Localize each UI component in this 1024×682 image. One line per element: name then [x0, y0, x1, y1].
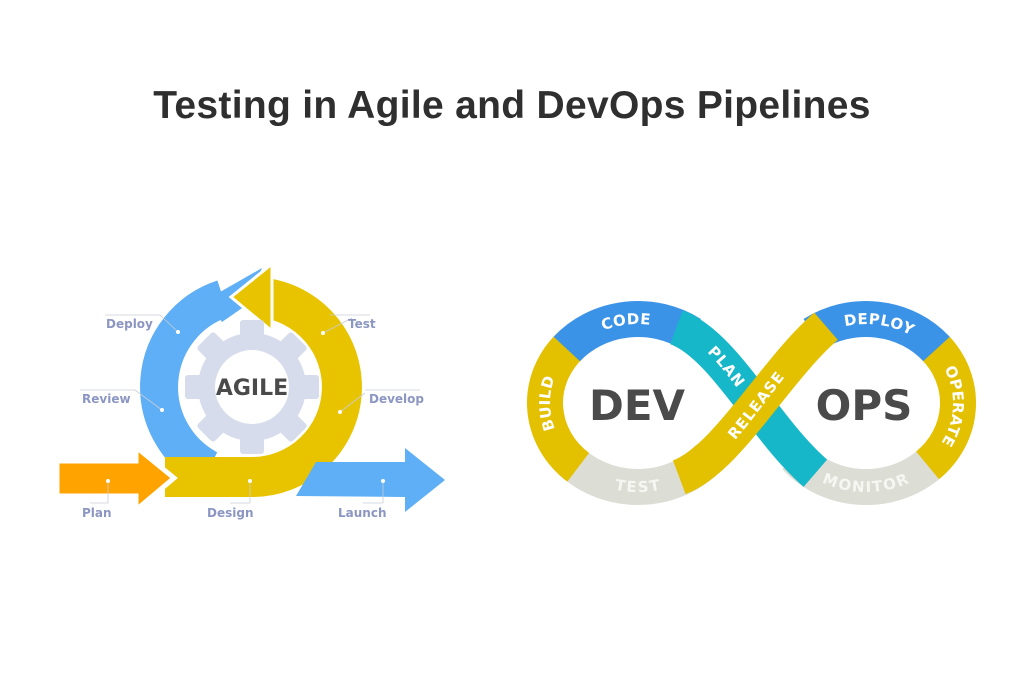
leader-lines [80, 314, 420, 504]
segment-release [671, 312, 839, 495]
leader-dots [106, 330, 385, 483]
gear-hole [215, 350, 289, 424]
segment-build [527, 330, 590, 482]
label-launch: Launch [338, 506, 387, 520]
dev-label: DEV [589, 381, 686, 430]
agile-blue-arc [140, 280, 230, 486]
agile-diagram: AGILE Deploy Test Review Develop Plan De… [54, 260, 445, 520]
segment-plan [668, 310, 828, 487]
label-test: Test [348, 317, 376, 331]
ops-label: OPS [816, 381, 913, 430]
segment-code [553, 301, 701, 362]
devops-diagram: CODE BUILD TEST PLAN RELEASE DEPLOY OPER… [527, 301, 977, 505]
svg-text:BUILD: BUILD [536, 373, 559, 433]
segment-deploy [803, 301, 950, 362]
segment-operate [915, 334, 977, 480]
agile-center-label: AGILE [216, 376, 288, 401]
stage-build: BUILD [536, 373, 558, 433]
label-review: Review [82, 392, 131, 406]
label-deploy: Deploy [106, 317, 153, 331]
label-plan: Plan [82, 506, 112, 520]
page-title: Testing in Agile and DevOps Pipelines [153, 84, 871, 127]
label-design: Design [207, 506, 254, 520]
launch-arrow [296, 448, 445, 512]
agile-yellow-arc [165, 277, 362, 497]
agile-yellow-arrowhead [228, 260, 274, 335]
label-develop: Develop [369, 392, 424, 406]
plan-arrow [54, 441, 178, 516]
